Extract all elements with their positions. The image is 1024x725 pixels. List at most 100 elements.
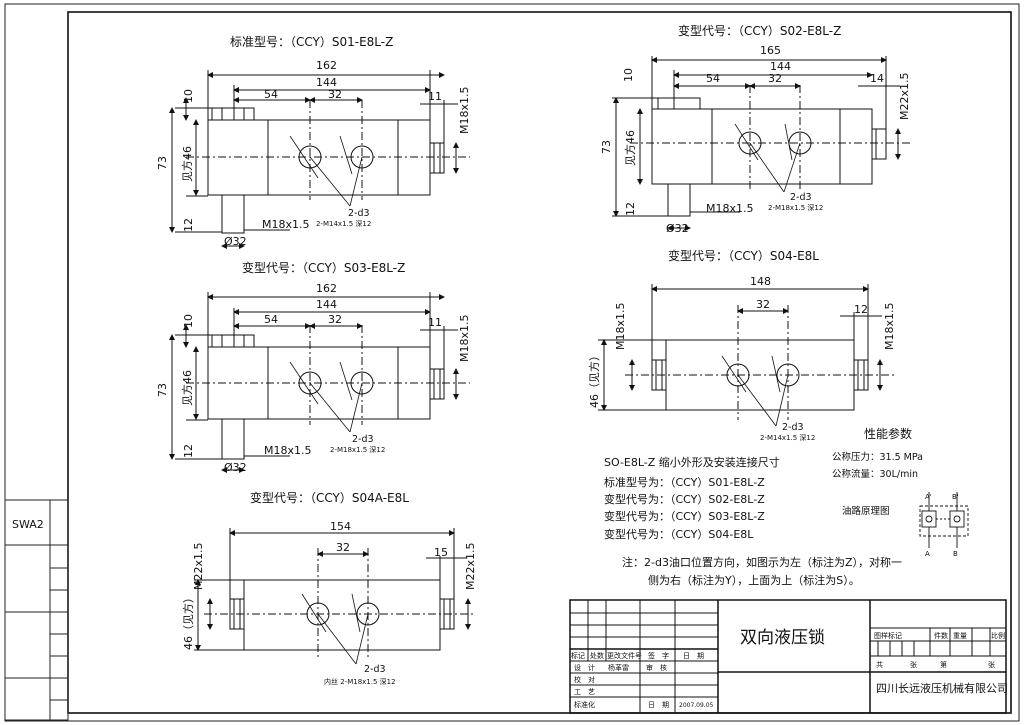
dim-10: 10	[182, 314, 195, 328]
port-label-thread: 2-M14x1.5 深12	[316, 219, 371, 228]
tb-weight: 重量	[953, 632, 967, 640]
tb-scale: 比例	[991, 631, 1005, 640]
dim-11: 11	[428, 90, 442, 103]
view-s03-title: 变型代号：（CCY）S03-E8L-Z	[242, 260, 405, 275]
port-b-prime: B'	[952, 493, 959, 501]
thread-m18-bottom: M18x1.5	[262, 218, 310, 231]
tb-designer: 杨革雷	[608, 663, 629, 672]
dim-square-46: 46（见方）	[181, 592, 195, 650]
dim-54: 54	[706, 72, 720, 85]
dim-12: 12	[624, 202, 637, 216]
performance-title: 性能参数	[864, 426, 912, 441]
thread-m18-bottom: M18x1.5	[264, 444, 312, 457]
dim-square-46: 见方46	[180, 370, 194, 406]
tb-process-label: 工 艺	[574, 688, 595, 696]
side-label-table	[4, 499, 69, 721]
title-block	[569, 599, 1007, 714]
thread-m18-right: M18x1.5	[458, 315, 471, 363]
dim-73: 73	[600, 140, 613, 154]
dim-32: 32	[336, 541, 350, 554]
dim-10: 10	[622, 68, 635, 82]
valve-view-s04a	[194, 528, 476, 665]
dim-square-46: 见方46	[623, 130, 637, 166]
tb-date: 2007.09.05	[679, 702, 714, 709]
port-label-thread: 2-M18x1.5 深12	[330, 445, 385, 454]
tb-quantity: 件数	[934, 631, 948, 640]
model-line-2: 变型代号为：（CCY）S02-E8L-Z	[604, 492, 765, 506]
port-label-thread: 内丝 2-M18x1.5 深12	[324, 677, 396, 686]
inner-frame	[67, 11, 1012, 714]
dim-144: 144	[316, 76, 337, 89]
product-name: 双向液压锁	[740, 628, 825, 648]
valve-view-s01	[169, 70, 470, 249]
dim-square-46: 46（见方）	[587, 350, 601, 408]
dim-12: 12	[854, 303, 868, 316]
tb-header-count: 处数	[590, 651, 604, 660]
dim-12: 12	[182, 444, 195, 458]
dim-dia-32: Ø32	[224, 461, 247, 474]
valve-view-s02	[612, 56, 910, 231]
tb-sheets-2: 张	[988, 660, 995, 669]
thread-m18-left: M18x1.5	[614, 303, 627, 351]
view-s01-title: 标准型号：（CCY）S01-E8L-Z	[230, 35, 393, 49]
dim-144: 144	[770, 60, 791, 73]
port-label-d3: 2-d3	[790, 192, 812, 203]
port-label-thread: 2-M18x1.5 深12	[768, 203, 823, 212]
thread-m18-right: M18x1.5	[458, 87, 471, 135]
port-label-d3: 2-d3	[364, 664, 386, 675]
port-label-d3: 2-d3	[348, 208, 370, 219]
thread-m22-right: M22x1.5	[898, 73, 911, 121]
thread-m22-left: M22x1.5	[192, 543, 205, 591]
dim-165: 165	[760, 44, 781, 57]
dim-11: 11	[428, 316, 442, 329]
dim-154: 154	[330, 520, 351, 533]
dim-32: 32	[756, 298, 770, 311]
dim-162: 162	[316, 59, 337, 72]
company-name: 四川长远液压机械有限公司	[876, 681, 1008, 695]
model-line-3: 变型代号为：（CCY）S03-E8L-Z	[604, 509, 765, 523]
tb-page: 第	[940, 660, 947, 669]
port-label-d3: 2-d3	[782, 422, 804, 433]
thread-m18-right: M18x1.5	[883, 303, 896, 351]
tb-sheets-1: 张	[910, 660, 917, 669]
model-line-1: 标准型号为：（CCY）S01-E8L-Z	[604, 475, 765, 489]
tb-standard-label: 标准化	[574, 700, 595, 709]
dim-square-46: 见方46	[180, 146, 194, 182]
tb-design-label: 设 计	[574, 663, 595, 672]
thread-m22-right: M22x1.5	[464, 543, 477, 591]
dim-12: 12	[182, 218, 195, 232]
dim-54: 54	[264, 88, 278, 101]
dim-14: 14	[870, 72, 884, 85]
dim-dia-32: Ø32	[224, 235, 247, 248]
thread-m18-bottom: M18x1.5	[706, 202, 754, 215]
view-s04a-title: 变型代号：（CCY）S04A-E8L	[250, 490, 409, 505]
note-line-1: 注：2-d3油口位置方向，如图示为左（标注为Z），对称一	[622, 555, 902, 569]
dim-dia-32: Ø32	[666, 222, 689, 235]
port-b: B	[953, 550, 958, 558]
port-label-thread: 2-M14x1.5 深12	[760, 433, 815, 442]
dim-73: 73	[156, 156, 169, 170]
tb-check-label: 校 对	[574, 675, 595, 684]
nominal-flow: 公称流量：30L/min	[832, 468, 918, 480]
tb-total: 共	[876, 660, 883, 669]
tb-date-label: 日 期	[648, 701, 669, 709]
dim-32: 32	[328, 88, 342, 101]
dim-32: 32	[328, 313, 342, 326]
port-a: A	[925, 550, 930, 558]
outer-border	[4, 3, 1020, 722]
dim-148: 148	[750, 275, 771, 288]
view-s04-title: 变型代号：（CCY）S04-E8L	[668, 248, 819, 263]
dim-10: 10	[182, 89, 195, 103]
tb-pattern-mark: 图样标记	[874, 631, 902, 640]
models-heading: SO-E8L-Z 缩小外形及安装连接尺寸	[604, 455, 780, 469]
dim-32: 32	[768, 72, 782, 85]
circuit-diagram-label: 油路原理图	[842, 505, 890, 517]
tb-review-label: 审 核	[646, 663, 667, 672]
dim-144: 144	[316, 298, 337, 311]
port-label-d3: 2-d3	[352, 434, 374, 445]
dim-162: 162	[316, 282, 337, 295]
hydraulic-circuit-symbol	[919, 492, 969, 548]
dim-15: 15	[434, 546, 448, 559]
model-line-4: 变型代号为：（CCY）S04-E8L	[604, 527, 754, 541]
port-a-prime: A'	[925, 493, 932, 501]
